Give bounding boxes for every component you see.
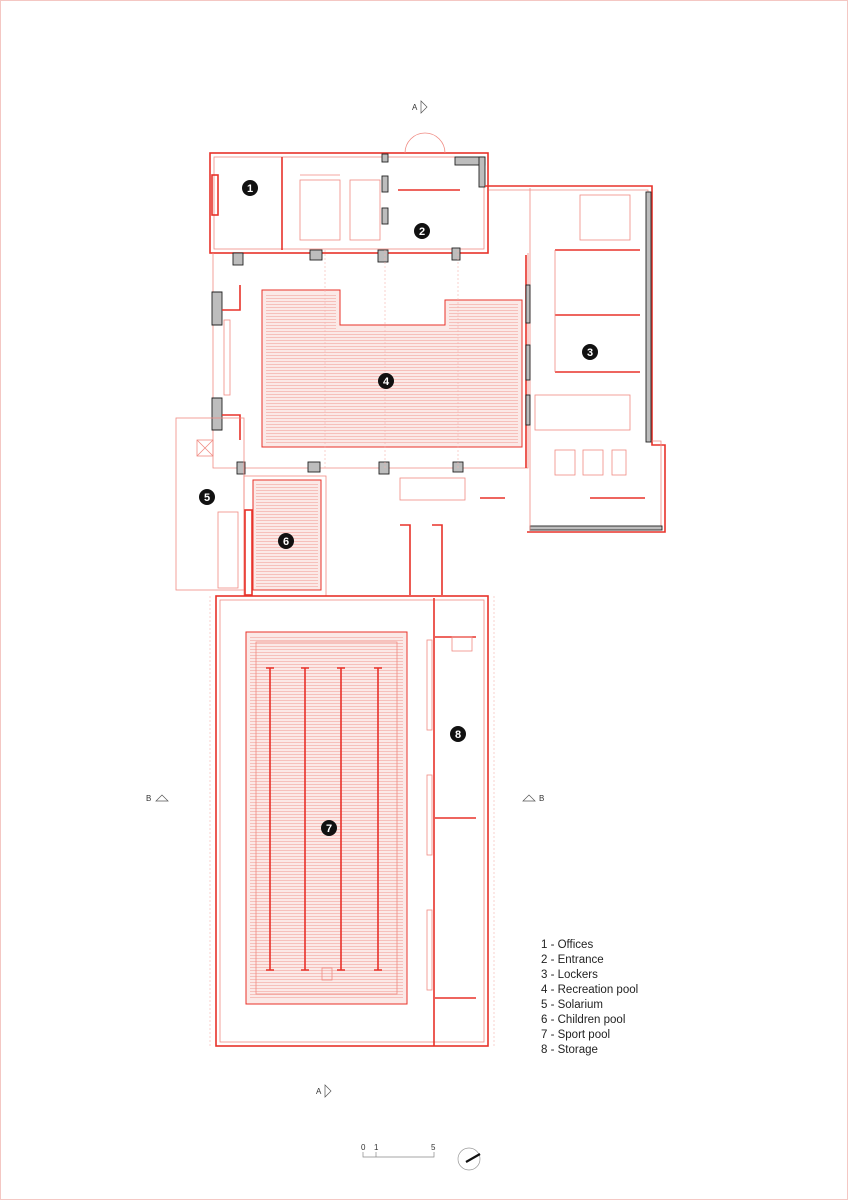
svg-text:4: 4: [383, 376, 390, 388]
svg-text:6: 6: [283, 536, 289, 548]
room-marker-2: 2: [414, 223, 430, 239]
recreation-pool-hall: [211, 250, 531, 475]
room-marker-7: 7: [321, 820, 337, 836]
room-marker-6: 6: [278, 533, 294, 549]
svg-text:5: 5: [431, 1143, 436, 1152]
section-marker-a-bottom: A: [316, 1084, 332, 1098]
svg-text:1: 1: [374, 1143, 379, 1152]
legend-item-recreation-pool: 4 - Recreation pool: [541, 984, 639, 996]
svg-text:0: 0: [361, 1143, 366, 1152]
room-marker-8: 8: [450, 726, 466, 742]
section-marker-b-left: B: [146, 794, 169, 803]
svg-text:3: 3: [587, 347, 593, 359]
svg-text:1: 1: [247, 183, 253, 195]
legend-item-children-pool: 6 - Children pool: [541, 1014, 626, 1026]
legend: 1 - Offices 2 - Entrance 3 - Lockers 4 -…: [541, 938, 638, 1058]
legend-item-offices: 1 - Offices: [541, 939, 594, 951]
legend-item-entrance: 2 - Entrance: [541, 954, 604, 966]
room-marker-4: 4: [378, 373, 394, 389]
legend-item-solarium: 5 - Solarium: [541, 999, 603, 1011]
legend-item-storage: 8 - Storage: [541, 1044, 598, 1056]
svg-text:B: B: [539, 794, 544, 803]
offices-entrance-block: [209, 132, 489, 266]
svg-text:8: 8: [455, 729, 461, 741]
svg-text:5: 5: [204, 492, 210, 504]
storage: [426, 598, 476, 1046]
svg-text:B: B: [146, 794, 151, 803]
legend-item-sport-pool: 7 - Sport pool: [541, 1029, 611, 1041]
legend-item-lockers: 3 - Lockers: [541, 969, 598, 981]
room-marker-3: 3: [582, 344, 598, 360]
svg-text:7: 7: [326, 823, 332, 835]
solarium: [175, 417, 245, 591]
lockers-block: [480, 185, 666, 533]
section-marker-b-right: B: [522, 794, 544, 803]
svg-text:A: A: [412, 103, 418, 112]
svg-text:2: 2: [419, 226, 425, 238]
svg-text:A: A: [316, 1087, 322, 1096]
north-arrow-icon: [457, 1147, 481, 1171]
room-marker-1: 1: [242, 180, 258, 196]
lane-markers: [266, 667, 382, 971]
section-marker-a-top: A: [412, 100, 428, 114]
scale-bar: 0 1 5: [361, 1143, 436, 1158]
children-pool: [243, 475, 466, 597]
room-marker-5: 5: [199, 489, 215, 505]
sport-pool-hall: [209, 595, 495, 1047]
